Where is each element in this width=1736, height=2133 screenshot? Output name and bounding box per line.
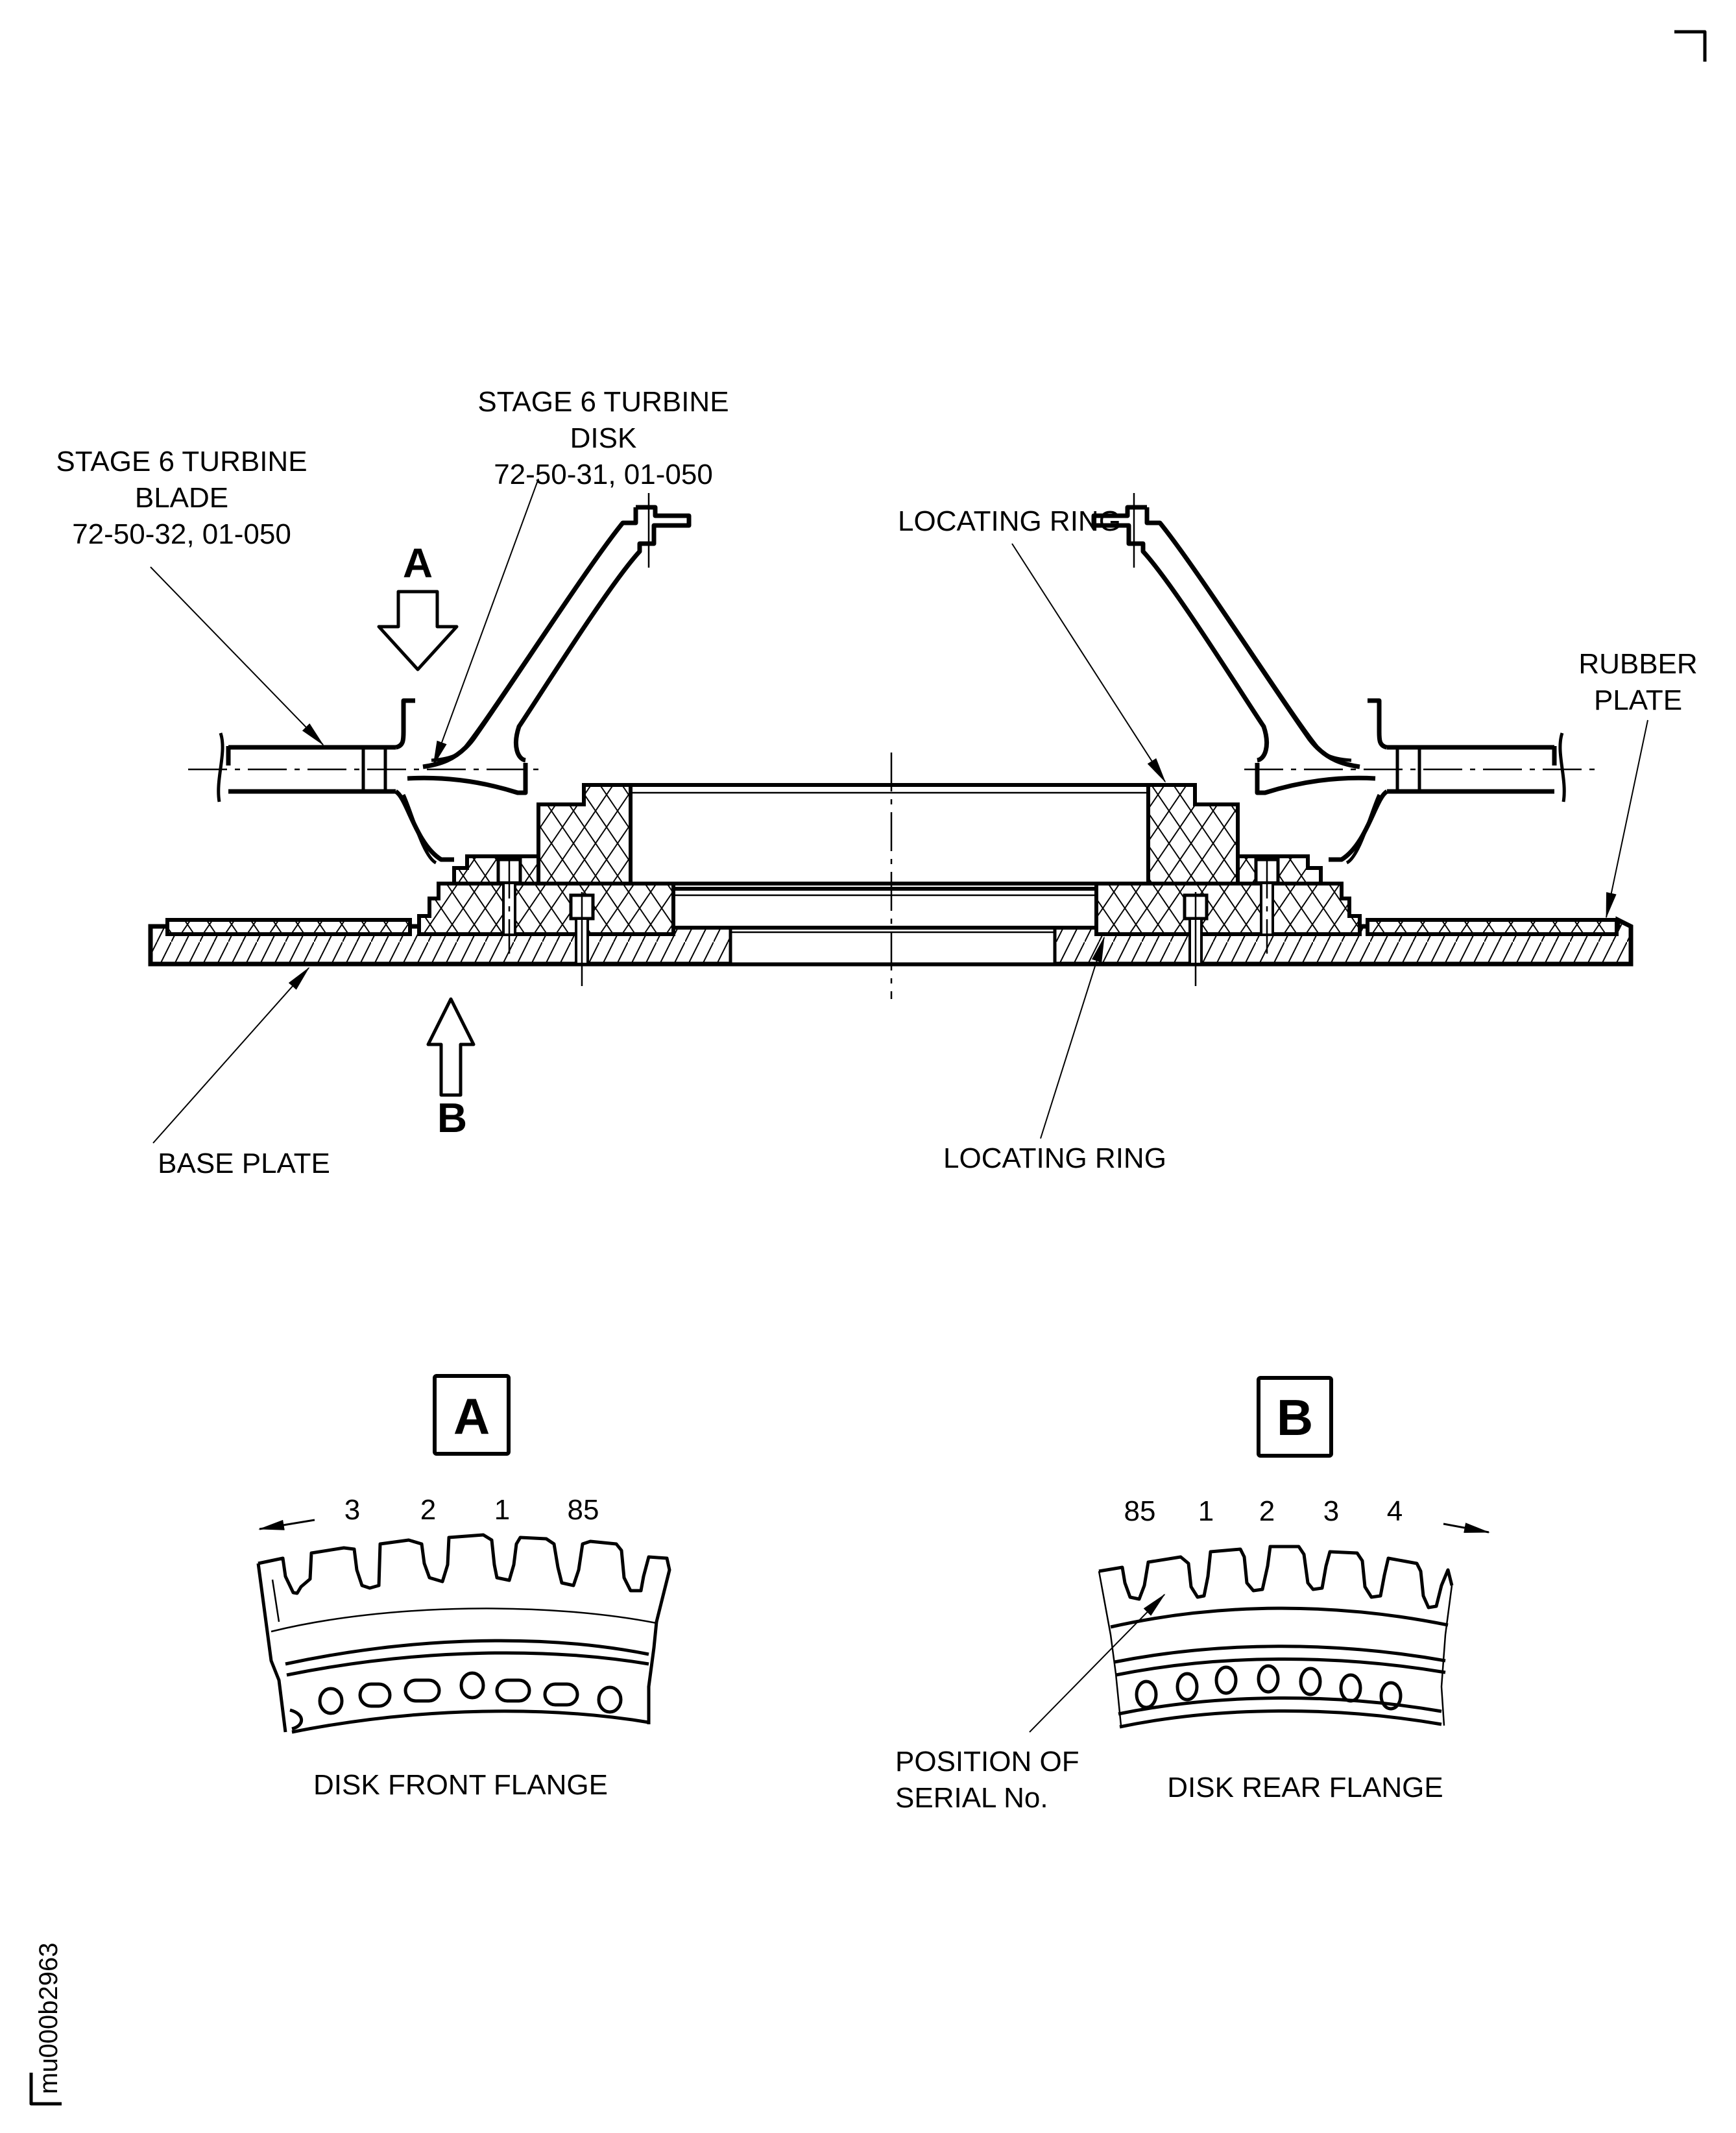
detail-b-number: 1	[1198, 1495, 1214, 1527]
leader-locating-ring-bottom	[1040, 936, 1105, 1139]
detail-b-tag-box	[1257, 1376, 1333, 1458]
label-disk: STAGE 6 TURBINE DISK 72-50-31, 01-050	[477, 386, 729, 490]
view-arrow-a: A	[377, 540, 459, 671]
corner-mark-bottom-left	[29, 2073, 62, 2106]
detail-a-number: 85	[568, 1494, 599, 1526]
leader-disk	[433, 478, 539, 767]
corner-mark-top-right	[1674, 30, 1707, 62]
label-serial-line1: POSITION OF	[895, 1746, 1079, 1778]
detail-a-direction-arrow	[258, 1519, 315, 1530]
detail-a-number: 2	[420, 1494, 436, 1526]
disk-front-flange	[256, 1533, 671, 1734]
lower-locating-ring-left	[417, 882, 675, 936]
bolt-right-2	[1183, 892, 1209, 986]
detail-view-a: A 3 2 1 85 DISK FRONT FLANGE	[256, 1374, 671, 1801]
rubber-plate-right	[1366, 918, 1619, 936]
turbine-disk-right	[1091, 493, 1566, 865]
turbine-disk-left	[217, 493, 692, 865]
detail-view-b: B 85 1 2 3 4 POSITION	[895, 1376, 1490, 1814]
view-arrow-b: B	[426, 997, 476, 1141]
detail-b-number: 85	[1124, 1495, 1156, 1527]
detail-b-number: 2	[1259, 1495, 1275, 1527]
leader-rubber-plate	[1606, 719, 1648, 919]
label-blade-line1: STAGE 6 TURBINE	[56, 446, 307, 477]
label-blade-line3: 72-50-32, 01-050	[72, 518, 291, 550]
detail-b-number: 4	[1387, 1495, 1403, 1527]
lower-locating-ring-right	[1094, 882, 1362, 936]
view-arrow-b-label: B	[437, 1094, 467, 1141]
detail-a-number: 1	[494, 1494, 510, 1526]
leader-serial-position	[1029, 1593, 1166, 1733]
label-serial-position: POSITION OF SERIAL No.	[895, 1746, 1079, 1814]
leader-locating-ring-top	[1011, 543, 1166, 783]
detail-a-tag: A	[453, 1388, 490, 1445]
view-arrow-a-label: A	[403, 540, 433, 586]
upper-locating-ring-right	[1146, 783, 1240, 886]
label-serial-line2: SERIAL No.	[895, 1782, 1048, 1814]
label-rubber-plate: RUBBER PLATE	[1578, 648, 1697, 716]
label-base-plate: BASE PLATE	[158, 1148, 330, 1179]
label-blade-line2: BLADE	[135, 482, 228, 514]
detail-b-numbers: 85 1 2 3 4	[1124, 1495, 1403, 1527]
label-rubber-plate-line1: RUBBER	[1578, 648, 1697, 680]
leader-base-plate	[152, 967, 310, 1144]
rubber-plate-left	[165, 918, 412, 936]
leader-blade	[150, 566, 324, 746]
bolt-left-1	[496, 858, 522, 954]
main-section-view: A B STAGE 6 TURBINE BLADE 72-50-32, 01-0…	[56, 386, 1697, 1179]
label-locating-ring-bottom: LOCATING RING	[943, 1142, 1166, 1174]
detail-a-number: 3	[344, 1494, 360, 1526]
detail-b-caption: DISK REAR FLANGE	[1167, 1772, 1443, 1803]
figure-id: mu000b2963	[34, 1942, 63, 2094]
label-disk-line1: STAGE 6 TURBINE	[477, 386, 729, 418]
bolt-left-2	[569, 892, 595, 986]
detail-a-numbers: 3 2 1 85	[344, 1494, 599, 1526]
label-locating-ring-top: LOCATING RING	[898, 505, 1121, 537]
label-blade: STAGE 6 TURBINE BLADE 72-50-32, 01-050	[56, 446, 307, 550]
detail-b-direction-arrow	[1443, 1523, 1490, 1534]
upper-locating-ring-left	[536, 783, 633, 886]
label-disk-line3: 72-50-31, 01-050	[494, 459, 713, 490]
detail-a-caption: DISK FRONT FLANGE	[313, 1769, 608, 1801]
detail-a-tag-box	[433, 1374, 511, 1456]
disk-rear-flange	[1098, 1545, 1454, 1729]
label-disk-line2: DISK	[570, 422, 637, 454]
label-rubber-plate-line2: PLATE	[1594, 684, 1682, 716]
detail-b-number: 3	[1323, 1495, 1339, 1527]
detail-b-tag: B	[1277, 1389, 1313, 1446]
bolt-right-1	[1254, 858, 1280, 954]
